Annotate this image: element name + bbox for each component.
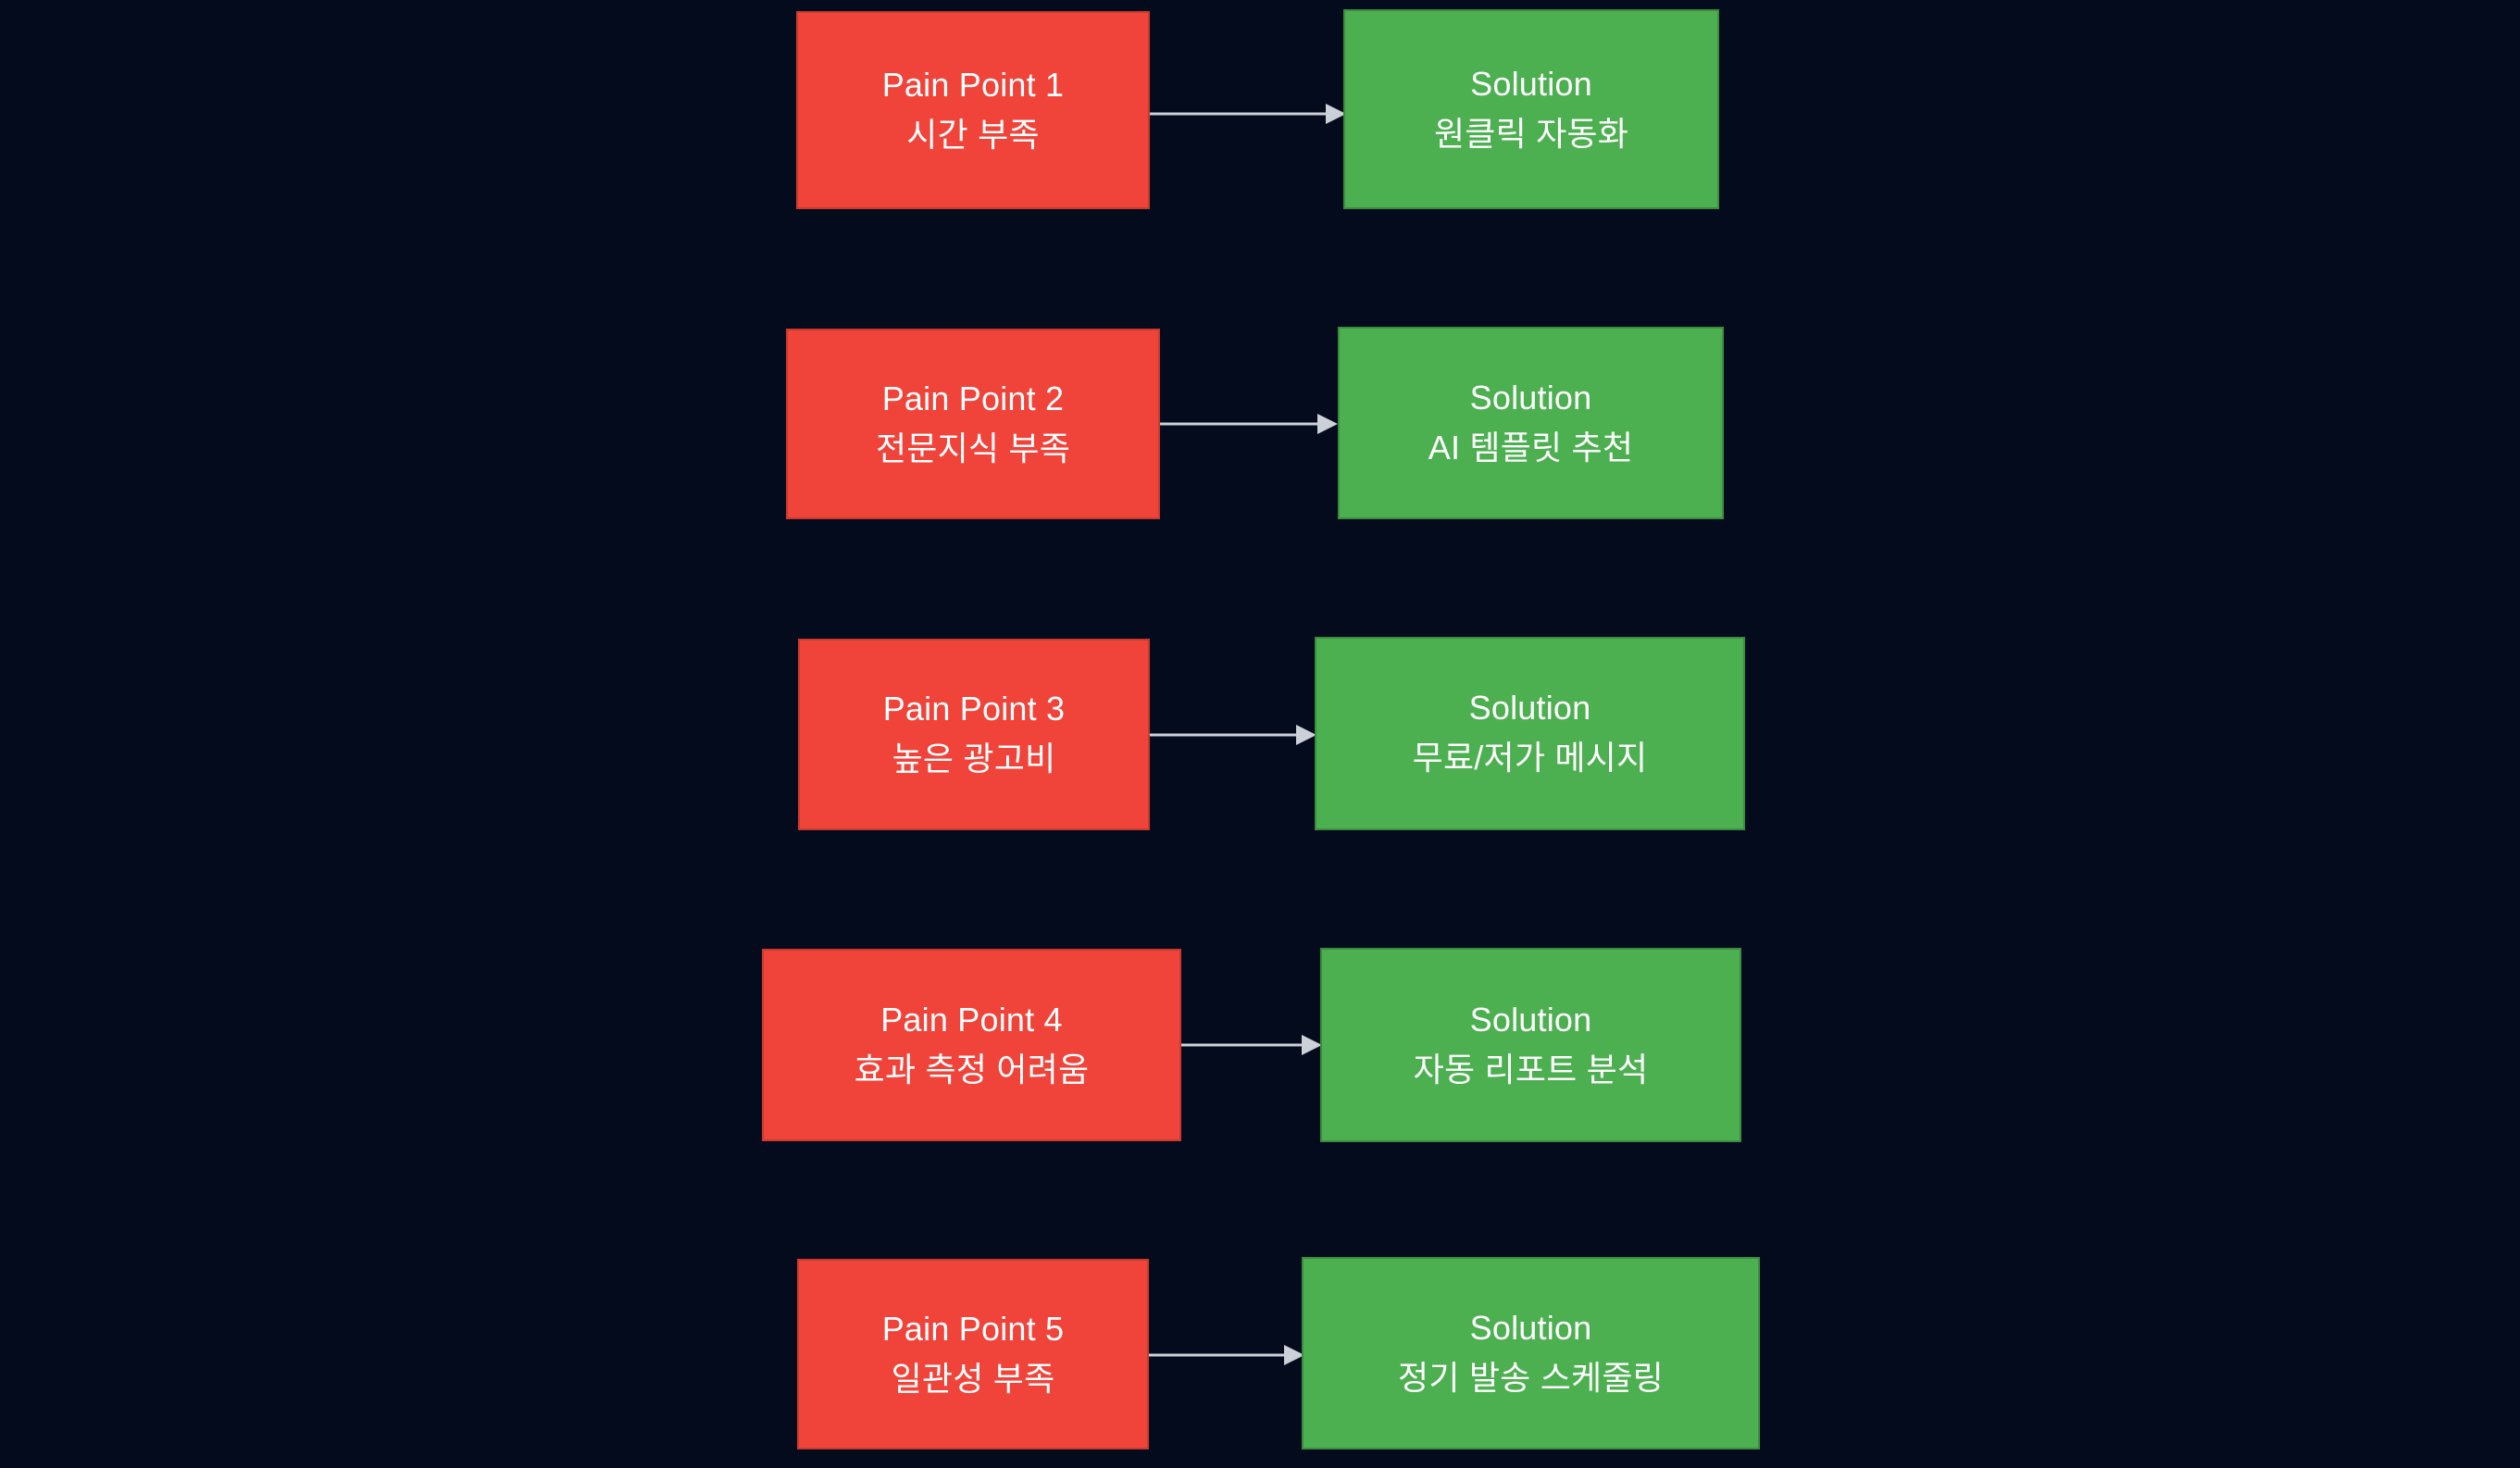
pain-point-node-5-subtitle: 일관성 부족 (891, 1359, 1055, 1398)
solution-node-1-title: Solution (1470, 64, 1592, 103)
arrow-row-5 (1149, 1341, 1304, 1369)
arrow-row-3 (1150, 721, 1316, 749)
solution-node-4[interactable]: Solution 자동 리포트 분석 (1320, 948, 1741, 1142)
solution-node-1[interactable]: Solution 원클릭 자동화 (1343, 9, 1719, 209)
pain-point-node-1[interactable]: Pain Point 1 시간 부족 (796, 11, 1150, 209)
arrow-row-4 (1181, 1031, 1322, 1059)
pain-point-node-4-title: Pain Point 4 (880, 1000, 1063, 1039)
solution-node-4-subtitle: 자동 리포트 분석 (1413, 1050, 1649, 1089)
solution-node-4-title: Solution (1469, 1000, 1592, 1039)
solution-node-2-subtitle: AI 템플릿 추천 (1428, 428, 1634, 467)
solution-node-2-title: Solution (1469, 378, 1592, 417)
arrow-row-1 (1150, 100, 1346, 128)
solution-node-1-subtitle: 원클릭 자동화 (1433, 114, 1629, 153)
pain-point-node-1-title: Pain Point 1 (881, 65, 1065, 104)
pain-point-node-2-title: Pain Point 2 (881, 379, 1065, 417)
solution-node-5-title: Solution (1469, 1308, 1592, 1347)
solution-node-2[interactable]: Solution AI 템플릿 추천 (1338, 327, 1724, 519)
pain-point-node-4[interactable]: Pain Point 4 효과 측정 어려움 (762, 949, 1181, 1141)
solution-node-3[interactable]: Solution 무료/저가 메시지 (1315, 637, 1745, 830)
pain-point-node-5-title: Pain Point 5 (881, 1309, 1065, 1348)
pain-point-node-4-subtitle: 효과 측정 어려움 (854, 1050, 1090, 1089)
solution-node-3-title: Solution (1468, 689, 1591, 728)
pain-point-node-2[interactable]: Pain Point 2 전문지식 부족 (786, 329, 1160, 519)
pain-point-node-1-subtitle: 시간 부족 (906, 115, 1040, 154)
arrow-row-2 (1160, 410, 1338, 438)
pain-point-node-2-subtitle: 전문지식 부족 (875, 429, 1071, 467)
pain-point-node-5[interactable]: Pain Point 5 일관성 부족 (797, 1259, 1149, 1449)
solution-node-5-subtitle: 정기 발송 스케줄링 (1398, 1358, 1664, 1397)
pain-point-node-3-title: Pain Point 3 (882, 690, 1066, 728)
pain-point-node-3-subtitle: 높은 광고비 (892, 740, 1056, 778)
pain-point-node-3[interactable]: Pain Point 3 높은 광고비 (798, 639, 1150, 830)
solution-node-5[interactable]: Solution 정기 발송 스케줄링 (1302, 1257, 1760, 1449)
solution-node-3-subtitle: 무료/저가 메시지 (1412, 739, 1648, 777)
